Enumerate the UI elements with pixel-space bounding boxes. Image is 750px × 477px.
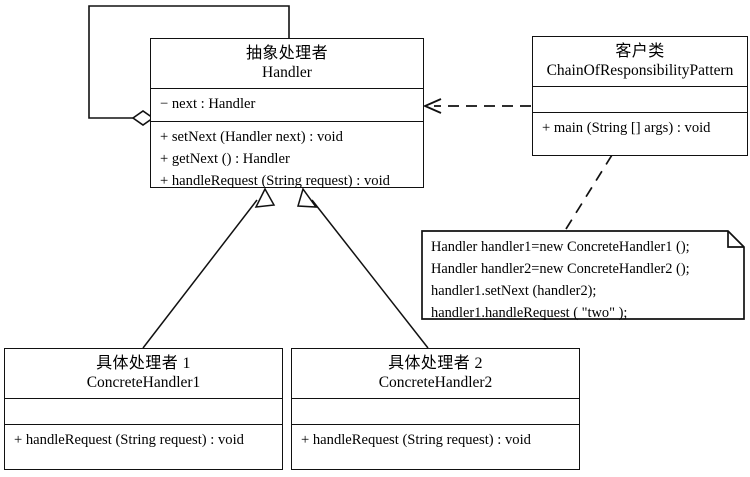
generalization-concretehandler1	[142, 187, 276, 349]
generalization-concretehandler2	[297, 187, 429, 349]
class-box-concrete-handler-1[interactable]: 具体处理者 1 ConcreteHandler1 + handleRequest…	[4, 348, 283, 470]
class-name-cn: 具体处理者 1	[96, 355, 191, 372]
class-header-client: 客户类 ChainOfResponsibilityPattern	[533, 37, 747, 86]
class-name-en: ConcreteHandler1	[86, 373, 201, 391]
note-line: handler1.handleRequest ( "two" );	[431, 304, 628, 321]
note-code-sample[interactable]: Handler handler1=new ConcreteHandler1 ()…	[421, 230, 745, 321]
note-line: handler1.setNext (handler2);	[431, 282, 597, 299]
operation-row: + handleRequest (String request) : void	[160, 173, 390, 190]
class-box-client[interactable]: 客户类 ChainOfResponsibilityPattern + main …	[532, 36, 748, 156]
class-header-concrete-handler-1: 具体处理者 1 ConcreteHandler1	[5, 349, 282, 398]
operation-row: + handleRequest (String request) : void	[14, 432, 244, 449]
class-attributes-handler: − next : Handler	[151, 88, 423, 121]
class-operations-client: + main (String [] args) : void	[533, 112, 747, 145]
class-box-handler[interactable]: 抽象处理者 Handler − next : Handler + setNext…	[150, 38, 424, 189]
class-attributes-client	[533, 86, 747, 112]
class-operations-concrete-handler-1: + handleRequest (String request) : void	[5, 424, 282, 457]
operation-row: + setNext (Handler next) : void	[160, 129, 343, 146]
class-name-en: Handler	[262, 63, 312, 81]
class-attributes-concrete-handler-1	[5, 398, 282, 424]
operation-row: + main (String [] args) : void	[542, 120, 711, 137]
class-name-en: ConcreteHandler2	[378, 373, 493, 391]
operation-row: + getNext () : Handler	[160, 151, 290, 168]
class-name-cn: 抽象处理者	[245, 45, 328, 62]
class-name-en: ChainOfResponsibilityPattern	[546, 61, 734, 79]
dependency-client-to-handler	[422, 98, 531, 114]
note-line: Handler handler1=new ConcreteHandler1 ()…	[431, 239, 690, 255]
attribute-row: − next : Handler	[160, 96, 256, 113]
note-anchor-line	[565, 154, 613, 230]
class-name-cn: 客户类	[615, 43, 665, 60]
note-line: Handler handler2=new ConcreteHandler2 ()…	[431, 260, 690, 277]
operation-row: + handleRequest (String request) : void	[301, 432, 531, 449]
class-attributes-concrete-handler-2	[292, 398, 579, 424]
class-header-concrete-handler-2: 具体处理者 2 ConcreteHandler2	[292, 349, 579, 398]
class-operations-handler: + setNext (Handler next) : void + getNex…	[151, 121, 423, 198]
class-header-handler: 抽象处理者 Handler	[151, 39, 423, 88]
note-text-block: Handler handler1=new ConcreteHandler1 ()…	[421, 230, 745, 321]
class-box-concrete-handler-2[interactable]: 具体处理者 2 ConcreteHandler2 + handleRequest…	[291, 348, 580, 470]
class-operations-concrete-handler-2: + handleRequest (String request) : void	[292, 424, 579, 457]
class-name-cn: 具体处理者 2	[388, 355, 483, 372]
